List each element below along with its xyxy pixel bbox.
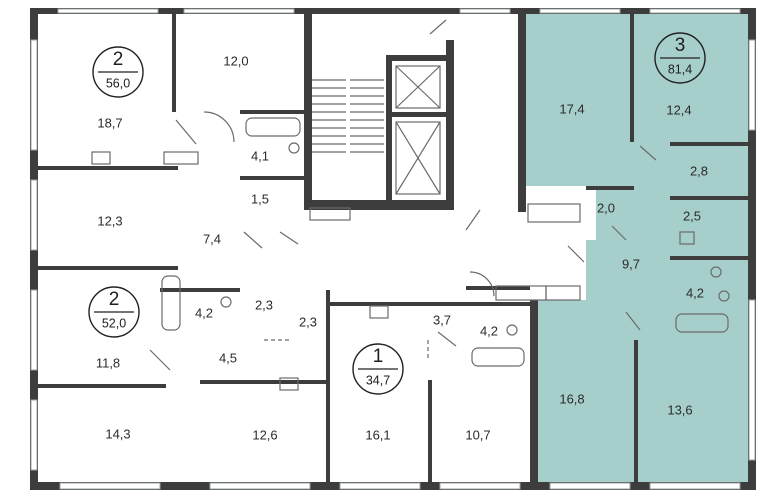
room-area-label: 13,6 xyxy=(667,402,692,417)
room-area-label: 2,8 xyxy=(690,163,708,178)
room-area-label: 12,0 xyxy=(223,53,248,68)
room-area-label: 12,6 xyxy=(252,427,277,442)
windows xyxy=(30,8,756,490)
apartment-badge-2-bottom: 2 52,0 xyxy=(88,286,140,338)
apartment-3-highlight[interactable] xyxy=(524,12,750,485)
apartment-area: 81,4 xyxy=(668,62,692,76)
apartment-area: 56,0 xyxy=(106,76,130,90)
room-area-label: 4,2 xyxy=(195,305,213,320)
room-area-label: 2,3 xyxy=(255,297,273,312)
room-area-label: 9,7 xyxy=(622,256,640,271)
stairs xyxy=(312,79,384,153)
room-area-label: 16,8 xyxy=(559,391,584,406)
room-area-label: 4,1 xyxy=(251,148,269,163)
room-area-label: 2,5 xyxy=(683,208,701,223)
apartment-number: 3 xyxy=(675,35,686,56)
apartment-badge-3[interactable]: 3 81,4 xyxy=(654,32,706,84)
room-area-label: 10,7 xyxy=(465,427,490,442)
room-area-label: 11,8 xyxy=(96,355,120,370)
room-area-label: 3,7 xyxy=(433,312,451,327)
apartment-area: 34,7 xyxy=(366,373,390,387)
apartment-number: 1 xyxy=(373,346,384,367)
room-area-label: 12,3 xyxy=(97,213,122,228)
room-area-label: 14,3 xyxy=(105,426,130,441)
room-area-label: 18,7 xyxy=(97,115,122,130)
room-area-label: 4,5 xyxy=(219,350,237,365)
room-area-label: 7,4 xyxy=(203,231,221,246)
room-area-label: 2,3 xyxy=(299,314,317,329)
apartment-badge-2-top: 2 56,0 xyxy=(92,46,144,98)
apartment-number: 2 xyxy=(109,289,120,310)
elevator-1 xyxy=(395,65,441,109)
room-area-label: 2,0 xyxy=(597,200,615,215)
room-area-label: 12,4 xyxy=(666,102,691,117)
fixtures xyxy=(91,19,730,391)
apartment-badge-1: 1 34,7 xyxy=(352,343,404,395)
apartment-number: 2 xyxy=(113,49,124,70)
room-area-label: 1,5 xyxy=(251,191,269,206)
elevator-2 xyxy=(395,121,441,195)
room-area-label: 17,4 xyxy=(559,101,584,116)
room-area-label: 4,2 xyxy=(480,323,498,338)
room-labels: 18,7 12,0 4,1 1,5 12,3 7,4 17,4 12,4 2,8… xyxy=(96,53,708,442)
room-area-label: 4,2 xyxy=(686,285,704,300)
apartment-area: 52,0 xyxy=(102,316,126,330)
room-area-label: 16,1 xyxy=(365,427,390,442)
